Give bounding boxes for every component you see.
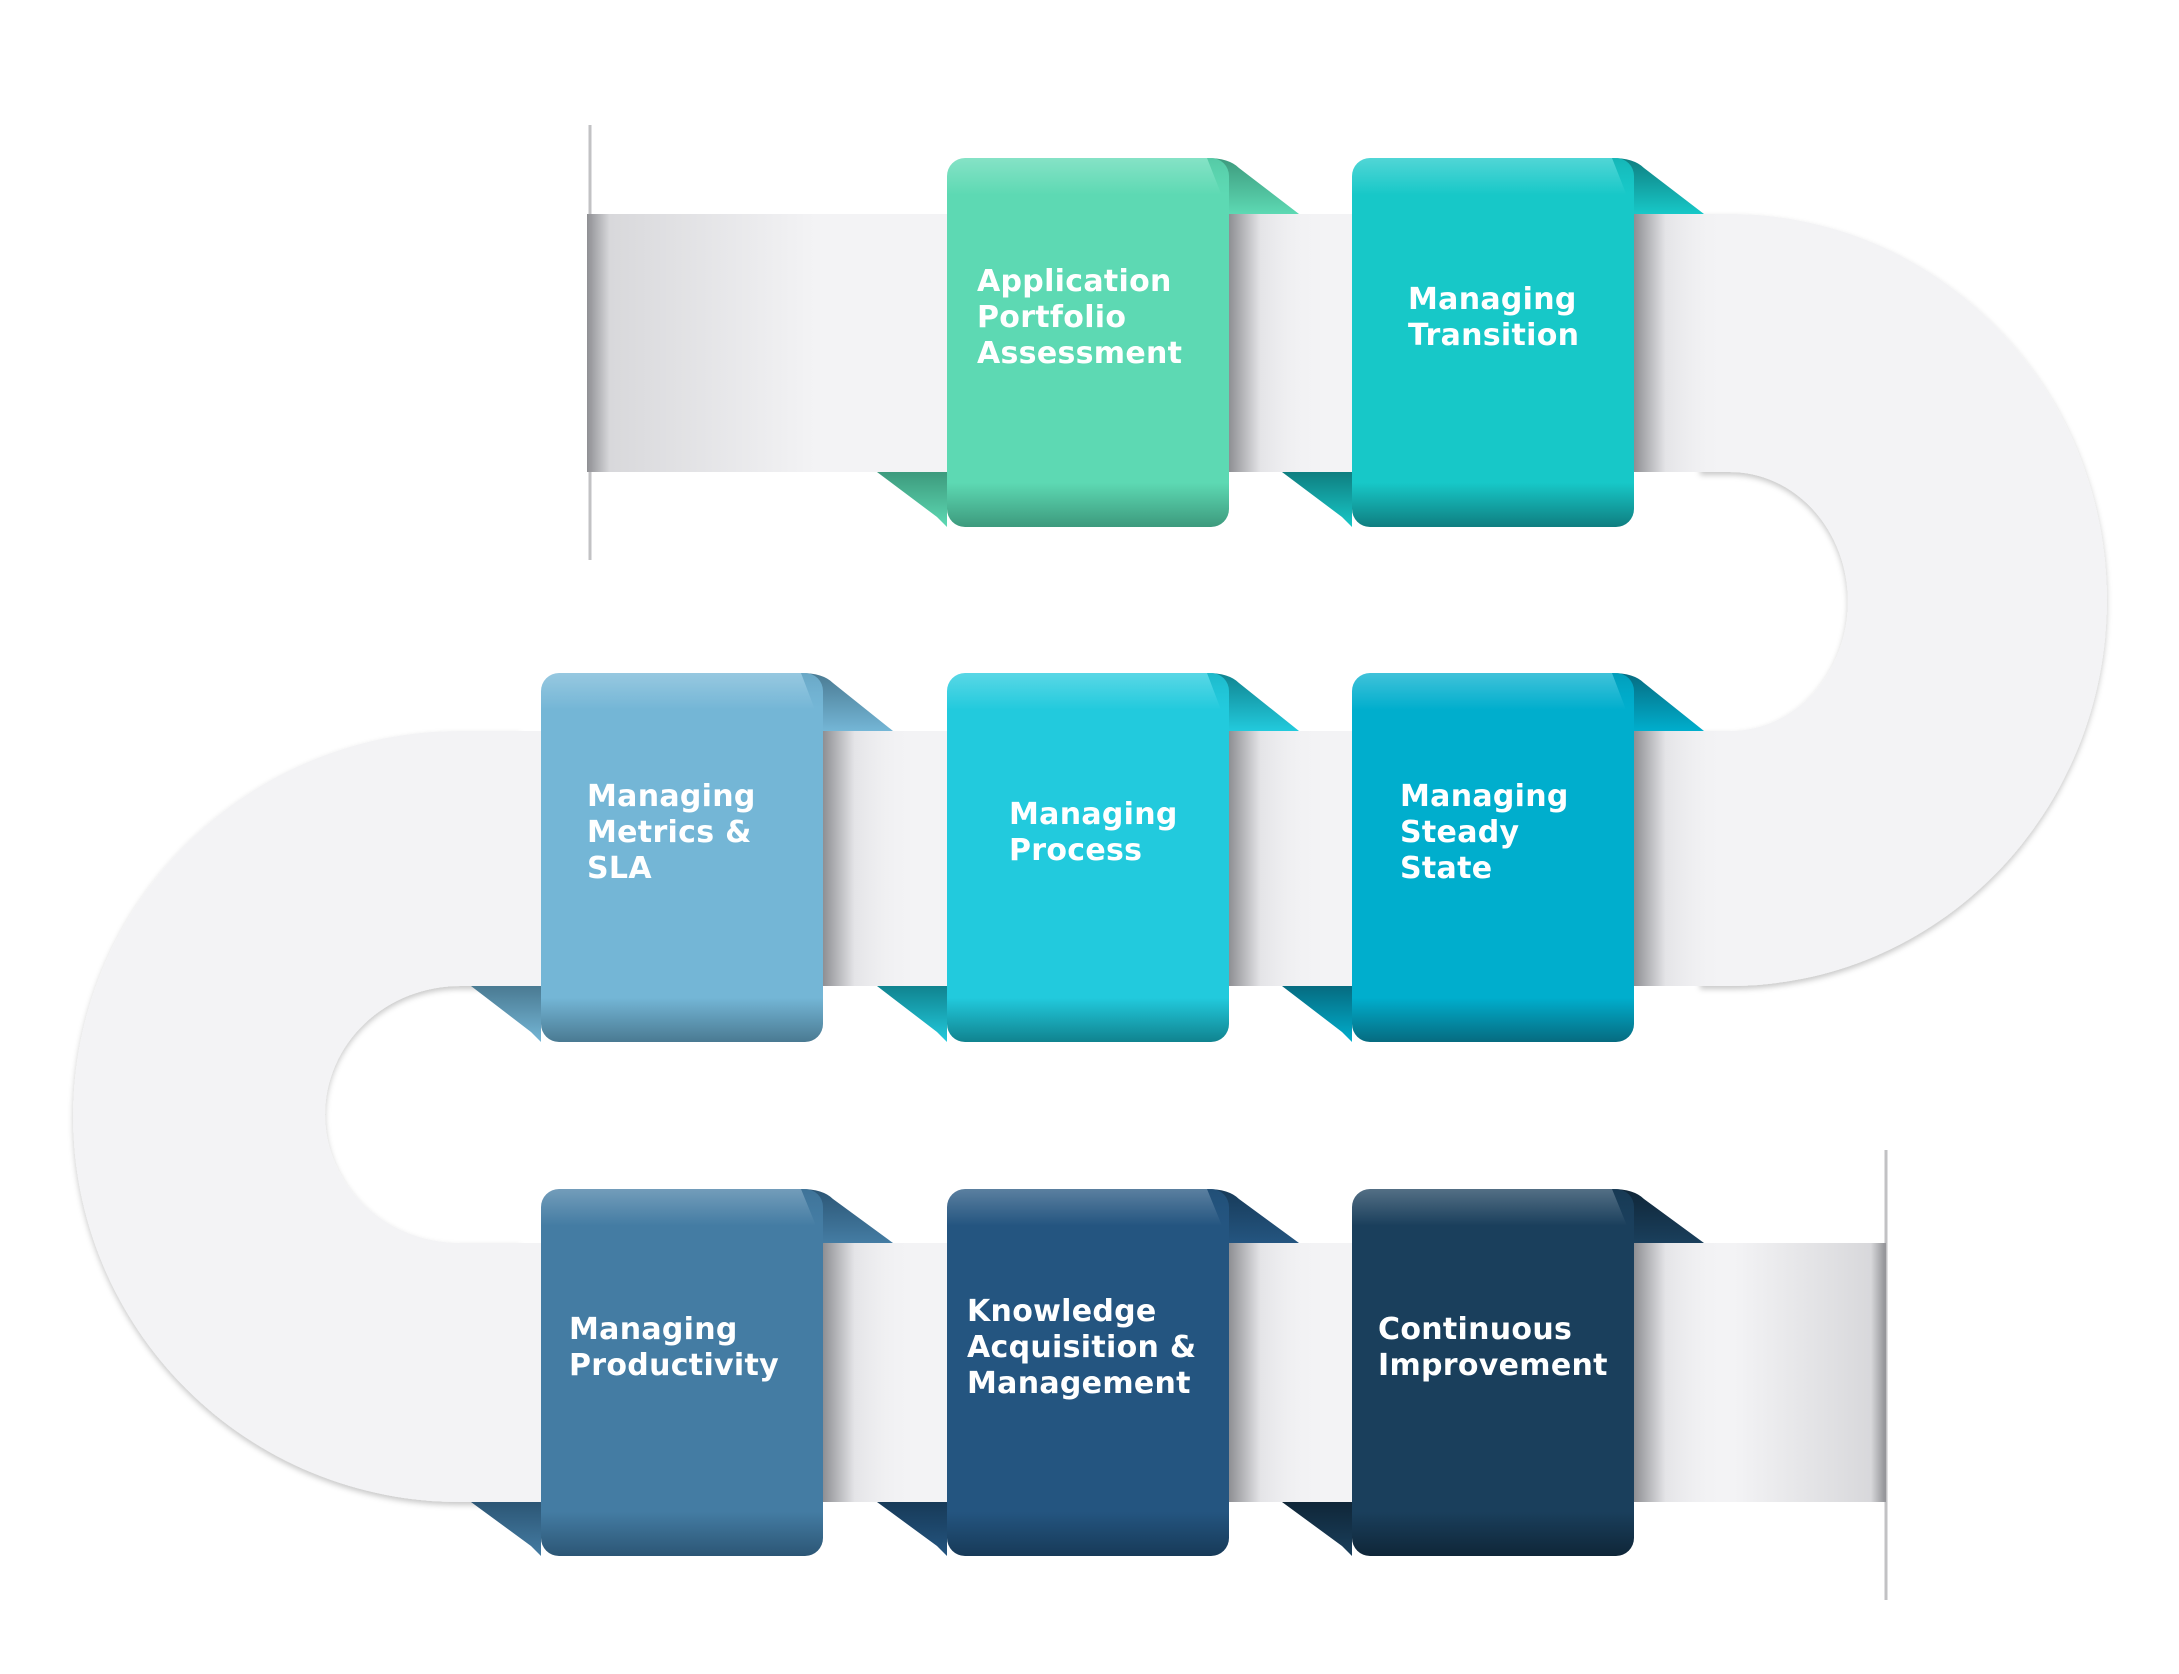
card-band-shadow	[1634, 214, 1724, 472]
step-card	[471, 1189, 913, 1556]
card-fold-top	[1207, 158, 1299, 214]
card-face	[1352, 158, 1634, 527]
card-band-shadow	[1229, 1243, 1319, 1502]
step-card	[877, 1189, 1319, 1556]
step-label-line: Managing	[1009, 796, 1178, 832]
card-fold-top	[801, 673, 893, 731]
step-label-line: State	[1400, 850, 1493, 886]
step-label-line: Acquisition &	[967, 1329, 1197, 1365]
card-face	[1352, 673, 1634, 1042]
step-card	[1282, 1189, 1724, 1556]
step-card	[1282, 158, 1724, 527]
step-cards	[471, 158, 1724, 1556]
card-fold-bottom	[877, 986, 947, 1042]
step-label-line: Managing	[1408, 281, 1577, 317]
step-card	[877, 673, 1319, 1042]
card-band-shadow	[1229, 731, 1319, 986]
step-label-line: Steady	[1400, 814, 1520, 850]
ribbon-band-start	[587, 214, 967, 472]
step-label-line: Productivity	[569, 1347, 779, 1383]
step-label-line: Managing	[569, 1311, 738, 1347]
step-label-line: Knowledge	[967, 1293, 1157, 1329]
step-card	[877, 158, 1319, 527]
step-label-line: Transition	[1408, 317, 1580, 353]
step-label-line: Managing	[1400, 778, 1569, 814]
card-fold-top	[1207, 1189, 1299, 1243]
card-face	[1352, 1189, 1634, 1556]
step-label-line: Managing	[587, 778, 756, 814]
step-label-line: Assessment	[977, 335, 1183, 371]
ribbon-curve-right	[1700, 214, 2107, 986]
card-face	[541, 1189, 823, 1556]
card-fold-bottom	[1282, 1502, 1352, 1556]
card-fold-bottom	[471, 1502, 541, 1556]
card-fold-top	[1612, 1189, 1704, 1243]
card-fold-bottom	[877, 1502, 947, 1556]
card-band-shadow	[823, 1243, 913, 1502]
step-label-line: Portfolio	[977, 299, 1127, 335]
step-card	[1282, 673, 1724, 1042]
step-label-line: Process	[1009, 832, 1143, 868]
card-fold-top	[1207, 673, 1299, 731]
card-band-shadow	[1229, 214, 1319, 472]
step-label-line: Metrics &	[587, 814, 752, 850]
card-band-shadow	[823, 731, 913, 986]
card-band-shadow	[1634, 731, 1724, 986]
card-fold-bottom	[877, 472, 947, 527]
card-face	[541, 673, 823, 1042]
step-label-line: SLA	[587, 850, 652, 886]
card-fold-bottom	[471, 986, 541, 1042]
card-fold-top	[1612, 158, 1704, 214]
card-face	[947, 1189, 1229, 1556]
ribbon-curve-left	[73, 731, 520, 1502]
step-card	[471, 673, 913, 1042]
step-label-line: Improvement	[1378, 1347, 1608, 1383]
step-label-line: Management	[967, 1365, 1191, 1401]
step-label-line: Continuous	[1378, 1311, 1573, 1347]
step-label-line: Application	[977, 263, 1172, 299]
card-fold-top	[1612, 673, 1704, 731]
card-face	[947, 673, 1229, 1042]
card-face	[947, 158, 1229, 527]
card-band-shadow	[1634, 1243, 1724, 1502]
card-fold-bottom	[1282, 986, 1352, 1042]
card-fold-top	[801, 1189, 893, 1243]
card-fold-bottom	[1282, 472, 1352, 527]
